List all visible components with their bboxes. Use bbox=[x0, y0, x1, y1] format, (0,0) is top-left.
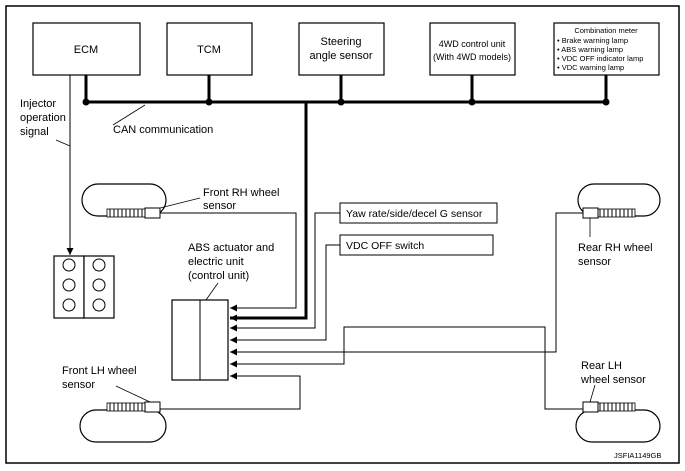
steering-label-line2: angle sensor bbox=[310, 50, 373, 62]
front-rh-label-line1: Front RH wheel bbox=[203, 187, 279, 199]
rear-lh-label-line1: Rear LH bbox=[581, 360, 622, 372]
meter-title: Combination meter bbox=[574, 26, 638, 35]
figure-id: JSFIA1149GB bbox=[614, 451, 661, 460]
vdc-off-switch-box: VDC OFF switch bbox=[339, 234, 494, 256]
front-lh-label-line2: sensor bbox=[62, 379, 95, 391]
front-lh-label-line1: Front LH wheel bbox=[62, 365, 137, 377]
rear-rh-label-line1: Rear RH wheel bbox=[578, 242, 653, 254]
meter-item: • VDC OFF indicator lamp bbox=[557, 54, 643, 63]
meter-item: • ABS warning lamp bbox=[557, 45, 623, 54]
abs-label-line1: ABS actuator and bbox=[188, 242, 274, 254]
fourwd-label-line1: 4WD control unit bbox=[439, 39, 506, 49]
rear-lh-wheel: Rear LH wheel sensor bbox=[575, 360, 661, 443]
front-lh-wheel: Front LH wheel sensor bbox=[62, 365, 167, 443]
injector-label-line3: signal bbox=[20, 126, 49, 138]
injector-signal: Injector operation signal bbox=[20, 75, 74, 255]
rear-rh-wheel: Rear RH wheel sensor bbox=[577, 183, 661, 268]
meter-item: • VDC warning lamp bbox=[557, 63, 624, 72]
meter-item: • Brake warning lamp bbox=[557, 36, 628, 45]
tcm-label: TCM bbox=[197, 44, 221, 56]
yaw-rate-sensor-box: Yaw rate/side/decel G sensor bbox=[339, 202, 498, 224]
signal-wires bbox=[160, 212, 583, 410]
rear-lh-label-line2: wheel sensor bbox=[580, 374, 646, 386]
can-bus bbox=[82, 75, 610, 322]
ecm-box: ECM bbox=[32, 22, 141, 76]
tcm-box: TCM bbox=[166, 22, 253, 76]
front-rh-wheel: Front RH wheel sensor bbox=[81, 183, 279, 219]
ecm-label: ECM bbox=[74, 44, 98, 56]
yaw-rate-label: Yaw rate/side/decel G sensor bbox=[346, 208, 483, 220]
engine-injector-block bbox=[53, 255, 115, 319]
injector-label-line2: operation bbox=[20, 112, 66, 124]
steering-label-line1: Steering bbox=[321, 36, 362, 48]
abs-actuator-unit: ABS actuator and electric unit (control … bbox=[171, 242, 274, 381]
rear-rh-label-line2: sensor bbox=[578, 256, 611, 268]
steering-angle-sensor-box: Steering angle sensor bbox=[298, 22, 385, 76]
fourwd-control-unit-box: 4WD control unit (With 4WD models) bbox=[429, 22, 516, 76]
combination-meter-box: Combination meter • Brake warning lamp •… bbox=[553, 22, 660, 76]
figure-frame bbox=[5, 5, 680, 464]
vdc-off-switch-label: VDC OFF switch bbox=[346, 240, 424, 252]
abs-label-line3: (control unit) bbox=[188, 270, 249, 282]
front-rh-label-line2: sensor bbox=[203, 200, 236, 212]
fourwd-label-line2: (With 4WD models) bbox=[433, 52, 511, 62]
abs-label-line2: electric unit bbox=[188, 256, 244, 268]
can-communication-label: CAN communication bbox=[113, 124, 213, 136]
injector-label-line1: Injector bbox=[20, 98, 56, 110]
